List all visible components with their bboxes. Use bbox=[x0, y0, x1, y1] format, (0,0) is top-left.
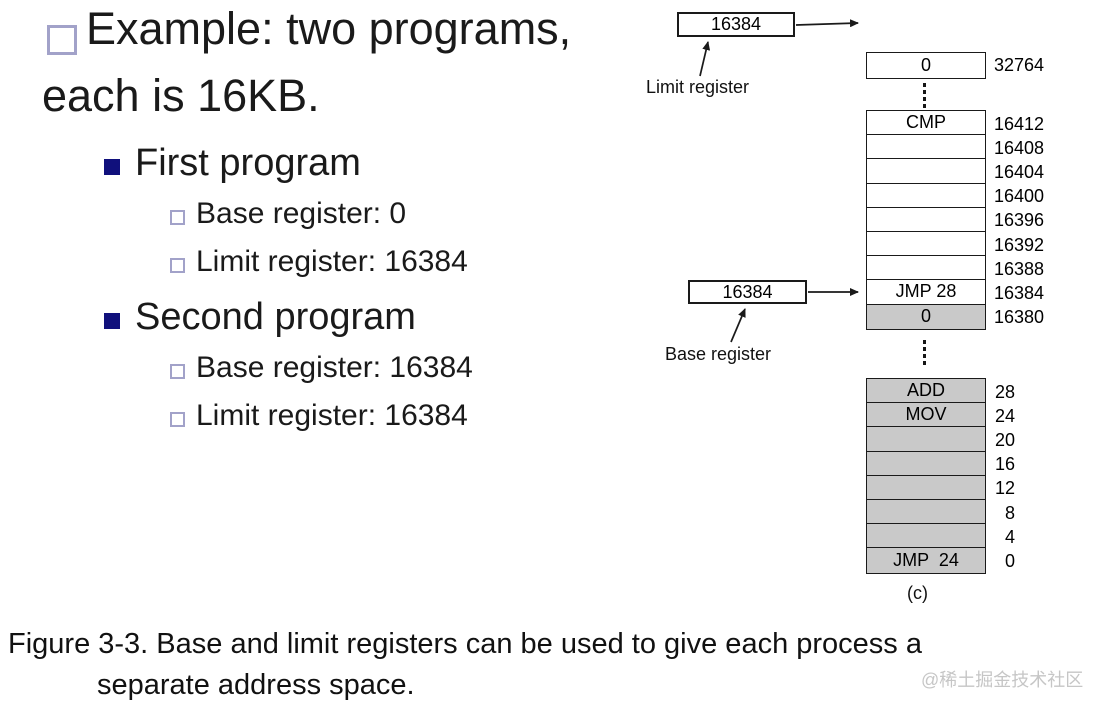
base-register-box: 16384 bbox=[688, 280, 807, 304]
memory-address: 16384 bbox=[994, 282, 1045, 303]
memory-cell-content: CMP bbox=[906, 112, 946, 133]
memory-address: 16380 bbox=[994, 307, 1045, 328]
memory-diagram: 16384 Limit register 16384 Base register… bbox=[620, 0, 1106, 620]
figure-part-label: (c) bbox=[907, 583, 928, 603]
upper-memory-cells: CMP JMP 28 0 bbox=[866, 110, 986, 330]
memory-cell-content: MOV bbox=[905, 404, 947, 425]
memory-cell: JMP 24 bbox=[867, 548, 985, 573]
memory-cell: MOV bbox=[867, 403, 985, 428]
slide-title-line2: each is 16KB. bbox=[42, 70, 320, 121]
memory-cell-content: JMP 28 bbox=[895, 281, 957, 302]
memory-address: 24 bbox=[994, 405, 1015, 426]
memory-cell bbox=[867, 451, 985, 476]
memory-address-32764: 32764 bbox=[994, 55, 1045, 75]
memory-address: 16392 bbox=[994, 234, 1045, 255]
first-program-limit-register: Limit register: 16384 bbox=[196, 245, 468, 278]
memory-address: 12 bbox=[994, 478, 1015, 499]
upper-memory-addresses: 16412 16408 16404 16400 16396 16392 1638… bbox=[994, 110, 1044, 330]
memory-cell bbox=[867, 499, 985, 525]
first-program-base-register: Base register: 0 bbox=[196, 197, 407, 230]
limit-register-value: 16384 bbox=[710, 14, 762, 34]
memory-address: 4 bbox=[1004, 526, 1015, 547]
ellipsis-dots-icon bbox=[923, 83, 926, 108]
memory-cell bbox=[867, 135, 985, 160]
limit-register-label: Limit register bbox=[646, 77, 750, 97]
lower-memory-addresses: 28 24 20 16 12 8 4 0 bbox=[993, 378, 1015, 574]
memory-cell-content: JMP 24 bbox=[893, 549, 959, 570]
first-program-heading: First program bbox=[135, 142, 361, 184]
second-program-base-register: Base register: 16384 bbox=[196, 351, 473, 384]
memory-cell bbox=[867, 427, 985, 452]
memory-cell-content: 0 bbox=[920, 306, 931, 327]
second-program-heading: Second program bbox=[135, 296, 416, 338]
memory-address: 16 bbox=[994, 454, 1015, 475]
memory-cell bbox=[867, 184, 985, 208]
lower-memory-block: ADD MOV JMP 24 28 24 20 16 12 8 4 0 bbox=[866, 378, 1015, 574]
memory-address: 16404 bbox=[994, 161, 1045, 182]
memory-address: 16400 bbox=[994, 186, 1045, 207]
watermark: @稀土掘金技术社区 bbox=[921, 670, 1084, 690]
memory-address: 16408 bbox=[994, 137, 1045, 158]
memory-cell: CMP bbox=[867, 111, 985, 136]
limit-register-box: 16384 bbox=[677, 12, 795, 37]
memory-cell bbox=[867, 256, 985, 281]
base-register-label: Base register bbox=[665, 344, 772, 364]
memory-address: 16388 bbox=[994, 258, 1045, 279]
memory-cell: JMP 28 bbox=[867, 280, 985, 305]
level2-bullet-icon bbox=[104, 313, 120, 329]
level2-bullet-icon bbox=[104, 159, 120, 175]
memory-cell bbox=[867, 475, 985, 500]
second-program-limit-register: Limit register: 16384 bbox=[196, 399, 468, 432]
level3-bullet-icon bbox=[170, 210, 185, 225]
base-label-arrow bbox=[730, 308, 746, 343]
memory-cell-content: 0 bbox=[920, 55, 931, 75]
lower-memory-cells: ADD MOV JMP 24 bbox=[866, 378, 986, 574]
memory-cell bbox=[867, 208, 985, 232]
base-register-value: 16384 bbox=[722, 281, 773, 302]
memory-cell: 0 bbox=[867, 304, 985, 329]
memory-cell-content: ADD bbox=[906, 380, 945, 401]
level3-bullet-icon bbox=[170, 364, 185, 379]
memory-address: 0 bbox=[1004, 550, 1015, 571]
limit-label-arrow bbox=[699, 41, 711, 77]
ellipsis-dots-icon bbox=[923, 340, 926, 365]
memory-cell: ADD bbox=[867, 379, 985, 404]
level3-bullet-icon bbox=[170, 412, 185, 427]
figure-caption-line2: separate address space. bbox=[97, 669, 415, 701]
level1-bullet-icon bbox=[47, 25, 77, 55]
figure-caption-line1: Figure 3-3. Base and limit registers can… bbox=[8, 628, 922, 660]
memory-cell bbox=[867, 159, 985, 184]
memory-address: 16412 bbox=[994, 113, 1045, 134]
slide-title-line1: Example: two programs, bbox=[86, 3, 572, 54]
memory-address: 8 bbox=[1004, 502, 1015, 523]
memory-cell bbox=[867, 232, 985, 257]
memory-cell-32764: 0 bbox=[866, 52, 986, 79]
memory-address: 16396 bbox=[994, 210, 1045, 231]
memory-cell bbox=[867, 524, 985, 549]
upper-memory-block: CMP JMP 28 0 16412 16408 16404 16400 163… bbox=[866, 110, 1044, 330]
memory-address: 20 bbox=[994, 429, 1015, 450]
limit-register-arrow bbox=[795, 19, 859, 28]
memory-address: 28 bbox=[994, 381, 1015, 402]
level3-bullet-icon bbox=[170, 258, 185, 273]
